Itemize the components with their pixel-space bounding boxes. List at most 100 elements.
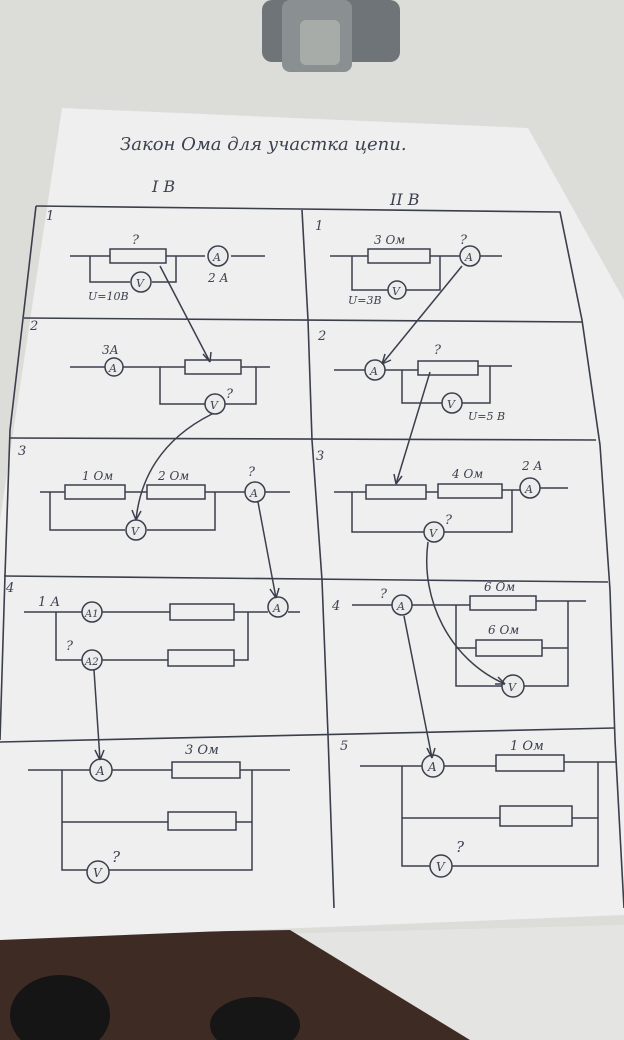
resistor-1 [365,484,427,500]
resistor-1-label: 3 Ом [185,743,219,758]
shoe-right [210,997,300,1040]
unknown-mark: ? [248,465,256,480]
cell-number: 3 [18,444,26,459]
worksheet-title: Закон Ома для участка цепи. [120,134,407,155]
cell-number: 3 [316,449,324,464]
voltmeter-icon [441,392,463,414]
resistor-1-label: 1 Ом [82,469,113,483]
v1-cell-2: 2 A V 3А ? [29,319,270,415]
resistor [184,359,242,375]
current-label: 3А [102,343,119,357]
resistor-1 [64,484,126,500]
voltage-label: U=3В [348,294,382,307]
svg-text:A: A [272,602,281,615]
svg-text:A: A [95,764,105,778]
ammeter-2-icon [81,649,103,671]
resistor-2 [167,811,237,831]
unknown-mark: ? [112,848,121,866]
voltmeter-icon [429,854,453,878]
current-label: 2 А [207,271,229,285]
voltmeter-icon [130,271,152,293]
unknown-mark: ? [380,587,388,602]
voltmeter-icon [204,393,226,415]
ammeter-icon [364,359,386,381]
resistor-1 [469,595,537,611]
resistor-2 [475,639,543,657]
resistor-2 [146,484,206,500]
voltmeter-icon [86,860,110,884]
svg-text:A: A [396,600,405,613]
variant-1-label: I В [151,177,175,196]
svg-text:A: A [427,760,437,774]
svg-text:A: A [212,251,221,264]
current-label: 2 А [521,459,543,473]
svg-text:V: V [136,277,145,290]
v1-cell-3: 3 V A 1 Ом 2 Ом ? [18,444,290,541]
ammeter-icon [244,481,266,503]
unknown-mark: ? [66,639,74,654]
unknown-mark: ? [132,233,140,248]
resistor-2 [167,649,235,667]
resistor-2 [499,805,573,827]
cell-number: 2 [317,329,326,344]
svg-text:A: A [369,365,378,378]
cell-number: 4 [5,581,14,596]
svg-text:A: A [108,362,117,375]
ammeter-icon [207,245,229,267]
resistor-2-label: 4 Ом [451,467,483,481]
resistor [109,248,167,264]
cell-number: 1 [315,219,323,234]
v2-cell-5: 5 A V 1 Ом ? [340,739,616,878]
svg-text:A2: A2 [84,657,99,668]
v2-cell-1: 1 V A 3 Ом ? U=3В [315,219,502,307]
svg-text:V: V [93,866,103,880]
voltage-label: U=5 В [468,410,505,423]
floor-shadow [0,930,470,1040]
connection-arrows [93,265,506,761]
svg-text:A: A [249,487,258,500]
ammeter-icon [459,245,481,267]
resistor-1 [171,761,241,779]
ammeter-icon [267,596,289,618]
svg-text:V: V [131,525,140,538]
resistor-label: 3 Ом [374,233,405,247]
resistor-1-label: 6 Ом [484,580,515,594]
resistor-1 [169,603,235,621]
worksheet-grid [0,205,624,909]
resistor-2-label: 2 Ом [157,469,189,483]
cell-number: 1 [46,209,54,224]
unknown-mark: ? [445,513,453,528]
ammeter-icon [391,594,413,616]
resistor-2 [437,483,503,499]
ammeter-1-icon [81,601,103,623]
voltmeter-icon [387,280,407,300]
cell-number: 4 [331,599,340,614]
svg-text:A1: A1 [84,609,99,620]
current-label: 1 А [38,595,60,610]
svg-text:V: V [447,398,456,411]
resistor-1-label: 1 Ом [510,739,544,754]
paper-sheet [0,108,624,940]
ammeter-icon [104,357,124,377]
svg-text:A: A [464,251,473,264]
svg-text:V: V [429,527,438,540]
v1-cell-1: 1 V A ? 2 А U=10В [46,209,265,303]
resistor [417,360,479,376]
resistor-1 [495,754,565,772]
v1-cell-4: 4 A1 A2 A 1 А ? [5,581,300,671]
svg-text:A: A [524,483,533,496]
unknown-mark: ? [456,838,465,856]
v1-cell-5: A V 3 Ом ? [28,743,290,884]
voltmeter-icon [423,521,445,543]
unknown-mark: ? [226,387,234,402]
voltage-label: U=10В [88,290,129,303]
svg-text:V: V [436,860,446,874]
ammeter-icon [519,477,541,499]
v2-cell-3: 3 V A 4 Ом 2 А ? [316,449,568,543]
v2-cell-4: 4 A V ? 6 Ом 6 Ом [331,580,586,698]
resistor [367,248,431,264]
cell-number: 2 [29,319,38,334]
unknown-mark: ? [460,233,468,248]
shoe-left [10,975,110,1040]
